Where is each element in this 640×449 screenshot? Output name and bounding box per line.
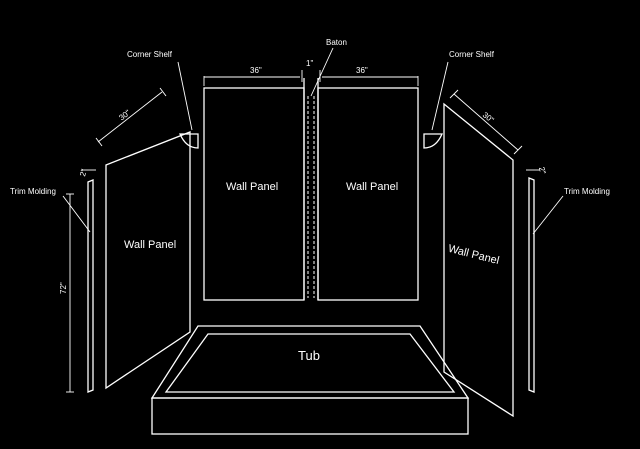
wall-panel-back-right-label: Wall Panel (346, 181, 398, 193)
left-trim-molding (87, 179, 94, 393)
corner-shelf-left (179, 133, 199, 149)
corner-shelf-left-label: Corner Shelf (127, 50, 173, 59)
wall-panel-back-left-label: Wall Panel (226, 181, 278, 193)
right-side-dimension-line (449, 89, 523, 155)
corner-shelf-left-leader (177, 61, 193, 131)
dim-trim-right: 2" (537, 166, 548, 176)
left-side-wall-panel (105, 131, 191, 390)
corner-shelf-right (423, 133, 443, 149)
baton-label: Baton (326, 38, 347, 47)
trim-molding-left-label: Trim Molding (10, 187, 56, 196)
right-trim-molding (528, 177, 535, 393)
dim-side-left: 30" (117, 108, 132, 122)
tub (150, 325, 470, 435)
dim-height: 72" (59, 282, 68, 294)
dim-back-left: 36" (250, 66, 262, 75)
left-height-dimension-line (66, 193, 74, 393)
wall-panel-side-right-label: Wall Panel (447, 243, 501, 267)
trim-molding-right-leader (532, 195, 564, 235)
back-wall-dimension-lines (203, 70, 419, 86)
tub-apron (151, 397, 469, 435)
trim-molding-right-label: Trim Molding (564, 187, 610, 196)
dim-trim-left: 2" (78, 168, 89, 178)
tub-label: Tub (298, 348, 320, 363)
back-left-wall-panel (203, 87, 305, 301)
baton-leader (310, 47, 334, 97)
dim-back-right: 36" (356, 66, 368, 75)
trim-molding-left-leader (62, 195, 91, 233)
right-side-wall-panel (443, 102, 514, 418)
corner-shelf-right-label: Corner Shelf (449, 50, 495, 59)
tub-inner-basin (164, 333, 456, 393)
left-side-dimension-line (95, 87, 167, 147)
dim-baton: 1" (306, 59, 313, 68)
back-right-wall-panel (317, 87, 419, 301)
wall-panel-side-left-label: Wall Panel (124, 239, 176, 251)
dim-side-right: 30" (481, 110, 496, 124)
corner-shelf-right-leader (431, 61, 449, 131)
baton-strip (303, 78, 319, 300)
